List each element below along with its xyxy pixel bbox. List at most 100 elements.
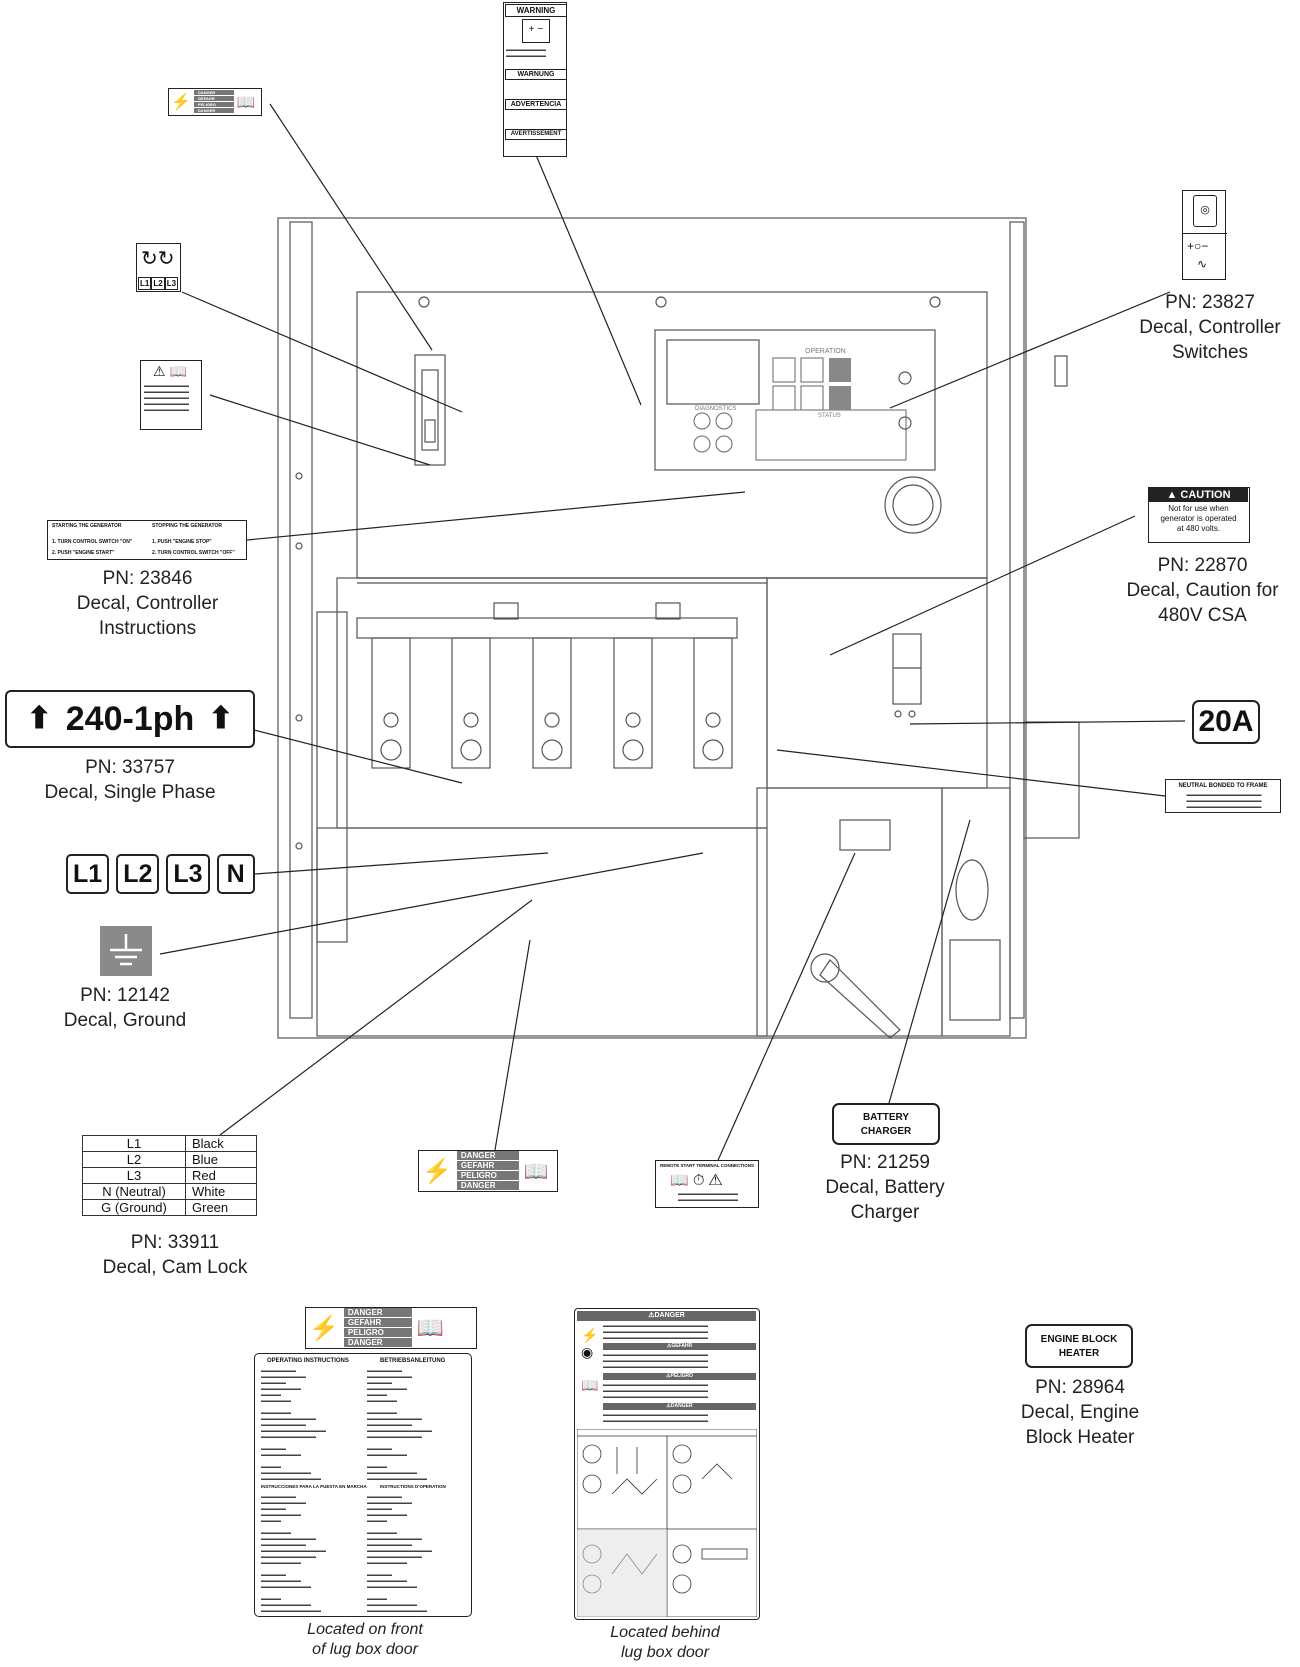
behind-door-sub3: ⚠DANGER: [603, 1403, 756, 1410]
operating-text-right: ▬▬▬▬▬▬▬▬▬▬▬▬▬▬▬▬▬▬▬▬▬▬▬▬▬▬▬▬▬▬▬▬▬▬▬▬▬▬▬▬…: [367, 1368, 432, 1482]
behind-door-sub3-text: DANGER: [670, 1403, 693, 1409]
danger-label-es: PELIGRO: [456, 1171, 519, 1181]
battery-charger-decal: BATTERY CHARGER: [832, 1103, 940, 1145]
controller-diagnostics-label: DIAGNOSTICS: [695, 406, 737, 412]
battery-icon: + −: [522, 19, 550, 43]
behind-door-sub2-text: PELIGRO: [670, 1373, 693, 1379]
operating-text-es: ▬▬▬▬▬▬▬▬▬▬▬▬▬▬▬▬▬▬▬▬▬▬▬▬▬▬▬▬▬▬▬▬▬▬▬▬▬▬▬▬…: [261, 1494, 326, 1614]
cam-lock-cell: White: [185, 1183, 257, 1200]
behind-door-text-3: ▬▬▬▬▬▬▬▬▬▬▬▬▬▬▬▬▬▬▬▬▬▬▬▬▬▬▬▬▬▬▬▬▬▬▬▬▬▬▬▬…: [603, 1382, 708, 1400]
behind-door-header-text: DANGER: [654, 1312, 685, 1319]
l2-tag: L2: [151, 277, 165, 290]
caution-480v-pn: PN: 22870: [1157, 555, 1248, 576]
behind-caption-line2: lug box door: [620, 1644, 710, 1661]
danger-label-de: GEFAHR: [343, 1318, 412, 1328]
cam-lock-cell: Green: [185, 1199, 257, 1216]
ground-pn: PN: 12142: [80, 985, 170, 1006]
cam-lock-cell: Black: [185, 1135, 257, 1152]
operating-title-es: INSTRUCCIONES PARA LA PUESTA EN MARCHA: [261, 1484, 367, 1489]
shock-hazard-icon: ⚡: [309, 1314, 339, 1342]
engine-block-caption: PN: 28964 Decal, Engine Block Heater: [995, 1375, 1165, 1450]
danger-decal-mid: ⚡ DANGER GEFAHR PELIGRO DANGER 📖: [418, 1150, 558, 1192]
engine-block-desc1: Decal, Engine: [1020, 1402, 1140, 1423]
behind-door-sub1-text: GEFAHR: [671, 1343, 693, 1349]
behind-door-text-2: ▬▬▬▬▬▬▬▬▬▬▬▬▬▬▬▬▬▬▬▬▬▬▬▬▬▬▬▬▬▬▬▬▬▬▬▬▬▬▬▬…: [603, 1352, 708, 1370]
shock-hazard-icon: ⚡: [422, 1157, 452, 1185]
caution-480v-header-text: CAUTION: [1180, 489, 1231, 501]
step-4: 2. TURN CONTROL SWITCH "OFF": [152, 550, 235, 556]
danger-decal-small-top: ⚡ DANGER GEFAHR PELIGRO DANGER 📖: [168, 88, 262, 116]
manual-book-icon: 📖: [236, 94, 256, 111]
operating-instructions-caption: Located on front of lug box door: [270, 1620, 460, 1660]
behind-door-caption: Located behind lug box door: [565, 1623, 765, 1663]
battery-charger-pn: PN: 21259: [840, 1152, 930, 1173]
caution-480v-decal: ▲ CAUTION Not for use when generator is …: [1148, 487, 1250, 543]
danger-decal-operating: ⚡ DANGER GEFAHR PELIGRO DANGER 📖: [305, 1307, 477, 1349]
behind-door-text-1: ▬▬▬▬▬▬▬▬▬▬▬▬▬▬▬▬▬▬▬▬▬▬▬▬▬▬▬▬▬▬▬▬▬▬▬▬▬▬▬▬…: [603, 1323, 708, 1341]
manual-book-icon: 📖: [416, 1315, 445, 1340]
single-phase-label: 240-1ph: [65, 699, 195, 738]
single-phase-pn: PN: 33757: [85, 757, 175, 778]
table-row: G (Ground)Green: [82, 1199, 257, 1216]
operating-text-fr: ▬▬▬▬▬▬▬▬▬▬▬▬▬▬▬▬▬▬▬▬▬▬▬▬▬▬▬▬▬▬▬▬▬▬▬▬▬▬▬▬…: [367, 1494, 432, 1614]
battery-charger-desc1: Decal, Battery: [825, 1177, 945, 1198]
ground-icon: [110, 934, 142, 966]
table-row: N (Neutral)White: [82, 1183, 257, 1200]
engine-block-heater-decal: ENGINE BLOCK HEATER: [1025, 1324, 1133, 1368]
ground-caption: PN: 12142 Decal, Ground: [45, 983, 205, 1033]
behind-caption-line1: Located behind: [610, 1624, 720, 1641]
operating-title-de: BETRIEBSANLEITUNG: [380, 1358, 446, 1364]
caution-480v-header: ▲ CAUTION: [1149, 488, 1248, 502]
arrow-up-icon-right: ⬆: [208, 702, 234, 735]
neutral-bonded-title: NEUTRAL BONDED TO FRAME: [1178, 783, 1268, 789]
caution-manual-text: ▬▬▬▬▬▬▬▬▬▬▬▬▬▬▬▬▬▬▬▬▬▬▬▬▬▬▬▬▬▬▬▬▬▬▬▬▬▬▬▬…: [144, 383, 189, 413]
warning-decal-top: WARNING + − ▬▬▬▬▬▬▬▬▬▬▬▬▬▬▬▬ WARNUNG ADV…: [503, 2, 567, 157]
cam-lock-cell: Blue: [185, 1151, 257, 1168]
l1-l2-l3-rotation-decal: ↻↻ L1 L2 L3: [136, 243, 181, 292]
controller-switches-pn: PN: 23827: [1165, 292, 1255, 313]
remote-start-title: REMOTE START TERMINAL CONNECTIONS: [659, 1163, 755, 1168]
shock-hazard-icon: ⚡: [171, 94, 191, 111]
danger-label-fr: DANGER: [456, 1181, 519, 1191]
breaker-20a-decal: 20A: [1192, 700, 1260, 744]
behind-door-text-4: ▬▬▬▬▬▬▬▬▬▬▬▬▬▬▬▬▬▬▬▬▬▬▬▬▬▬▬▬▬▬▬▬▬▬▬▬▬▬▬▬…: [603, 1412, 708, 1424]
engine-block-pn: PN: 28964: [1035, 1377, 1125, 1398]
caution-480v-body1: Not for use when: [1168, 504, 1229, 513]
caution-480v-desc1: Decal, Caution for: [1126, 580, 1279, 601]
battery-charger-label2: CHARGER: [860, 1126, 912, 1137]
terminal-connection-diagrams: [577, 1429, 757, 1617]
switch-symbol-icon: ◎: [1193, 195, 1217, 227]
warning-header-1: WARNING: [505, 4, 567, 17]
cam-lock-cell: L2: [82, 1151, 186, 1168]
lug-l3: L3: [166, 854, 210, 894]
behind-door-sub1: ⚠GEFAHR: [603, 1343, 756, 1350]
lug-l1: L1: [66, 854, 110, 894]
behind-door-sub2: ⚠PELIGRO: [603, 1373, 756, 1380]
cam-lock-cell: Red: [185, 1167, 257, 1184]
arrow-up-icon-left: ⬆: [26, 702, 52, 735]
engine-block-desc2: Block Heater: [1025, 1427, 1135, 1448]
warning-text-1: ▬▬▬▬▬▬▬▬▬▬▬▬▬▬▬▬: [506, 47, 546, 59]
operating-text-left: ▬▬▬▬▬▬▬▬▬▬▬▬▬▬▬▬▬▬▬▬▬▬▬▬▬▬▬▬▬▬▬▬▬▬▬▬▬▬▬▬…: [261, 1368, 326, 1482]
plus-minus-icon: +○−: [1187, 239, 1209, 253]
wave-icon: ∿: [1197, 257, 1208, 271]
caution-manual-decal: ⚠ 📖 ▬▬▬▬▬▬▬▬▬▬▬▬▬▬▬▬▬▬▬▬▬▬▬▬▬▬▬▬▬▬▬▬▬▬▬▬…: [140, 360, 202, 430]
controller-status-label: STATUS: [818, 413, 841, 419]
step-1: 1. TURN CONTROL SWITCH "ON": [52, 539, 133, 545]
single-phase-decal: ⬆ 240-1ph ⬆: [5, 690, 255, 748]
controller-instructions-caption: PN: 23846 Decal, Controller Instructions: [60, 566, 235, 641]
manual-book-icon: 📖: [523, 1160, 549, 1183]
cam-lock-cell: L1: [82, 1135, 186, 1152]
battery-charger-desc2: Charger: [850, 1202, 920, 1223]
danger-label-en: DANGER: [343, 1308, 412, 1318]
rotation-icon: ↻↻: [141, 248, 175, 270]
cam-lock-cell: N (Neutral): [82, 1183, 186, 1200]
remote-start-decal: REMOTE START TERMINAL CONNECTIONS 📖 ⏱ ⚠ …: [655, 1160, 759, 1208]
front-caption-line1: Located on front: [307, 1621, 423, 1638]
l1-tag: L1: [138, 277, 152, 290]
danger-label-en: DANGER: [193, 90, 234, 96]
stop-title: STOPPING THE GENERATOR: [152, 523, 223, 529]
